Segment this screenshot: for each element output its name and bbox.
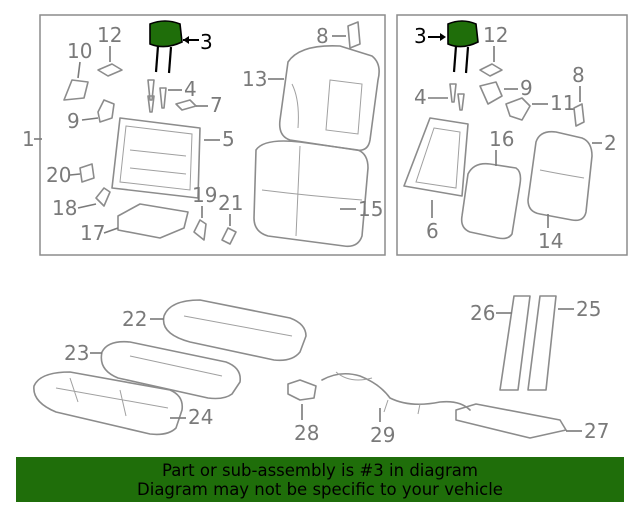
callout-4-right: 4 <box>414 85 427 109</box>
banner-line-2: Diagram may not be specific to your vehi… <box>137 480 503 499</box>
callout-6: 6 <box>426 219 439 243</box>
wiring-harness-part-29 <box>321 372 471 411</box>
callout-3-right: 3 <box>414 24 427 48</box>
bolster-part-25 <box>527 295 557 391</box>
callout-12-left: 12 <box>97 23 122 47</box>
clip-part-18 <box>95 187 111 207</box>
callout-25: 25 <box>576 297 601 321</box>
bracket-part-10 <box>63 79 89 101</box>
right-seatback-group-box <box>396 14 628 256</box>
callout-29: 29 <box>370 423 395 447</box>
callout-24: 24 <box>188 405 213 429</box>
callout-2: 2 <box>604 131 617 155</box>
callout-12-right: 12 <box>483 23 508 47</box>
callout-5: 5 <box>222 127 235 151</box>
seatback-frame-part-5 <box>111 117 201 199</box>
callout-7: 7 <box>210 93 223 117</box>
pad-part-17 <box>117 203 189 239</box>
callout-19: 19 <box>192 183 217 207</box>
seatback-frame-part-6 <box>403 117 469 197</box>
latch-part-9-left <box>97 99 115 123</box>
trim-panel-part-27 <box>455 403 567 439</box>
seatback-pad-part-16 <box>460 162 522 240</box>
callout-8-right: 8 <box>572 63 585 87</box>
info-banner: Part or sub-assembly is #3 in diagram Di… <box>16 457 624 502</box>
latch-part-9-right <box>479 81 503 105</box>
cover-part-8-right <box>573 103 585 127</box>
callout-15: 15 <box>358 197 383 221</box>
headrest-guide-part-12-right <box>479 63 503 77</box>
headrest-guide-part-12 <box>97 63 123 77</box>
callout-1: 1 <box>22 127 35 151</box>
callout-9-right: 9 <box>520 76 533 100</box>
bolster-part-26 <box>499 295 531 391</box>
callout-10: 10 <box>67 39 92 63</box>
callout-9-left: 9 <box>67 109 80 133</box>
parts-diagram: 3 12 10 4 7 9 5 1 20 18 17 19 21 8 <box>22 14 628 447</box>
cover-part-8-left <box>347 21 361 49</box>
callout-28: 28 <box>294 421 319 445</box>
clip-part-7 <box>175 99 197 111</box>
callout-4-left: 4 <box>184 77 197 101</box>
callout-18: 18 <box>52 196 77 220</box>
clip-part-19 <box>193 219 207 241</box>
callout-21: 21 <box>218 191 243 215</box>
bolts-part-4-left <box>147 79 167 113</box>
callout-23: 23 <box>64 341 89 365</box>
callout-11: 11 <box>550 91 575 115</box>
callout-3-left: 3 <box>200 30 213 54</box>
grommet-part-20 <box>79 163 95 183</box>
callout-20: 20 <box>46 163 71 187</box>
callout-8-left: 8 <box>316 24 329 48</box>
callout-26: 26 <box>470 301 495 325</box>
banner-line-1: Part or sub-assembly is #3 in diagram <box>162 461 478 480</box>
callout-22: 22 <box>122 307 147 331</box>
bolts-part-4-right <box>449 83 465 111</box>
cushion-part-23 <box>100 340 242 400</box>
bezel-part-11 <box>505 97 531 121</box>
clip-part-21 <box>221 227 237 245</box>
callout-13: 13 <box>242 67 267 91</box>
cushion-frame-part-24 <box>33 371 184 436</box>
headrest-part-right[interactable] <box>447 20 479 74</box>
headrest-part-left[interactable] <box>149 20 183 74</box>
cushion-part-22 <box>162 299 307 362</box>
module-part-28 <box>287 379 317 401</box>
seatback-cover-part-13 <box>278 45 380 152</box>
callout-17: 17 <box>80 221 105 245</box>
callout-14: 14 <box>538 229 563 253</box>
callout-27: 27 <box>584 419 609 443</box>
left-seatback-group-box <box>39 14 386 256</box>
seatback-cover-part-14 <box>527 130 593 222</box>
cushion-cover-part-15 <box>253 140 369 248</box>
callout-16: 16 <box>489 127 514 151</box>
